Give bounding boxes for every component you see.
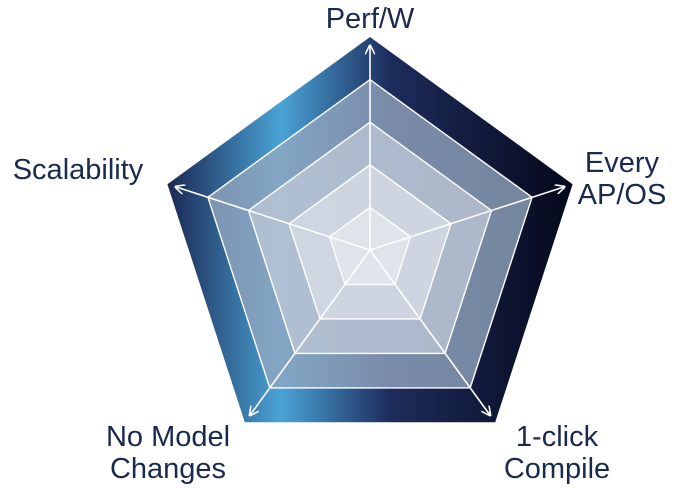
radar-spoke-2 <box>369 187 565 251</box>
radar-spokes <box>176 46 565 416</box>
radar-spoke-4 <box>250 249 371 415</box>
axis-label-5: Scalability <box>13 154 144 186</box>
radar-spoke-5 <box>176 187 371 251</box>
radar-spoke-3 <box>369 249 490 415</box>
axis-label-1: Perf/W <box>326 3 415 35</box>
